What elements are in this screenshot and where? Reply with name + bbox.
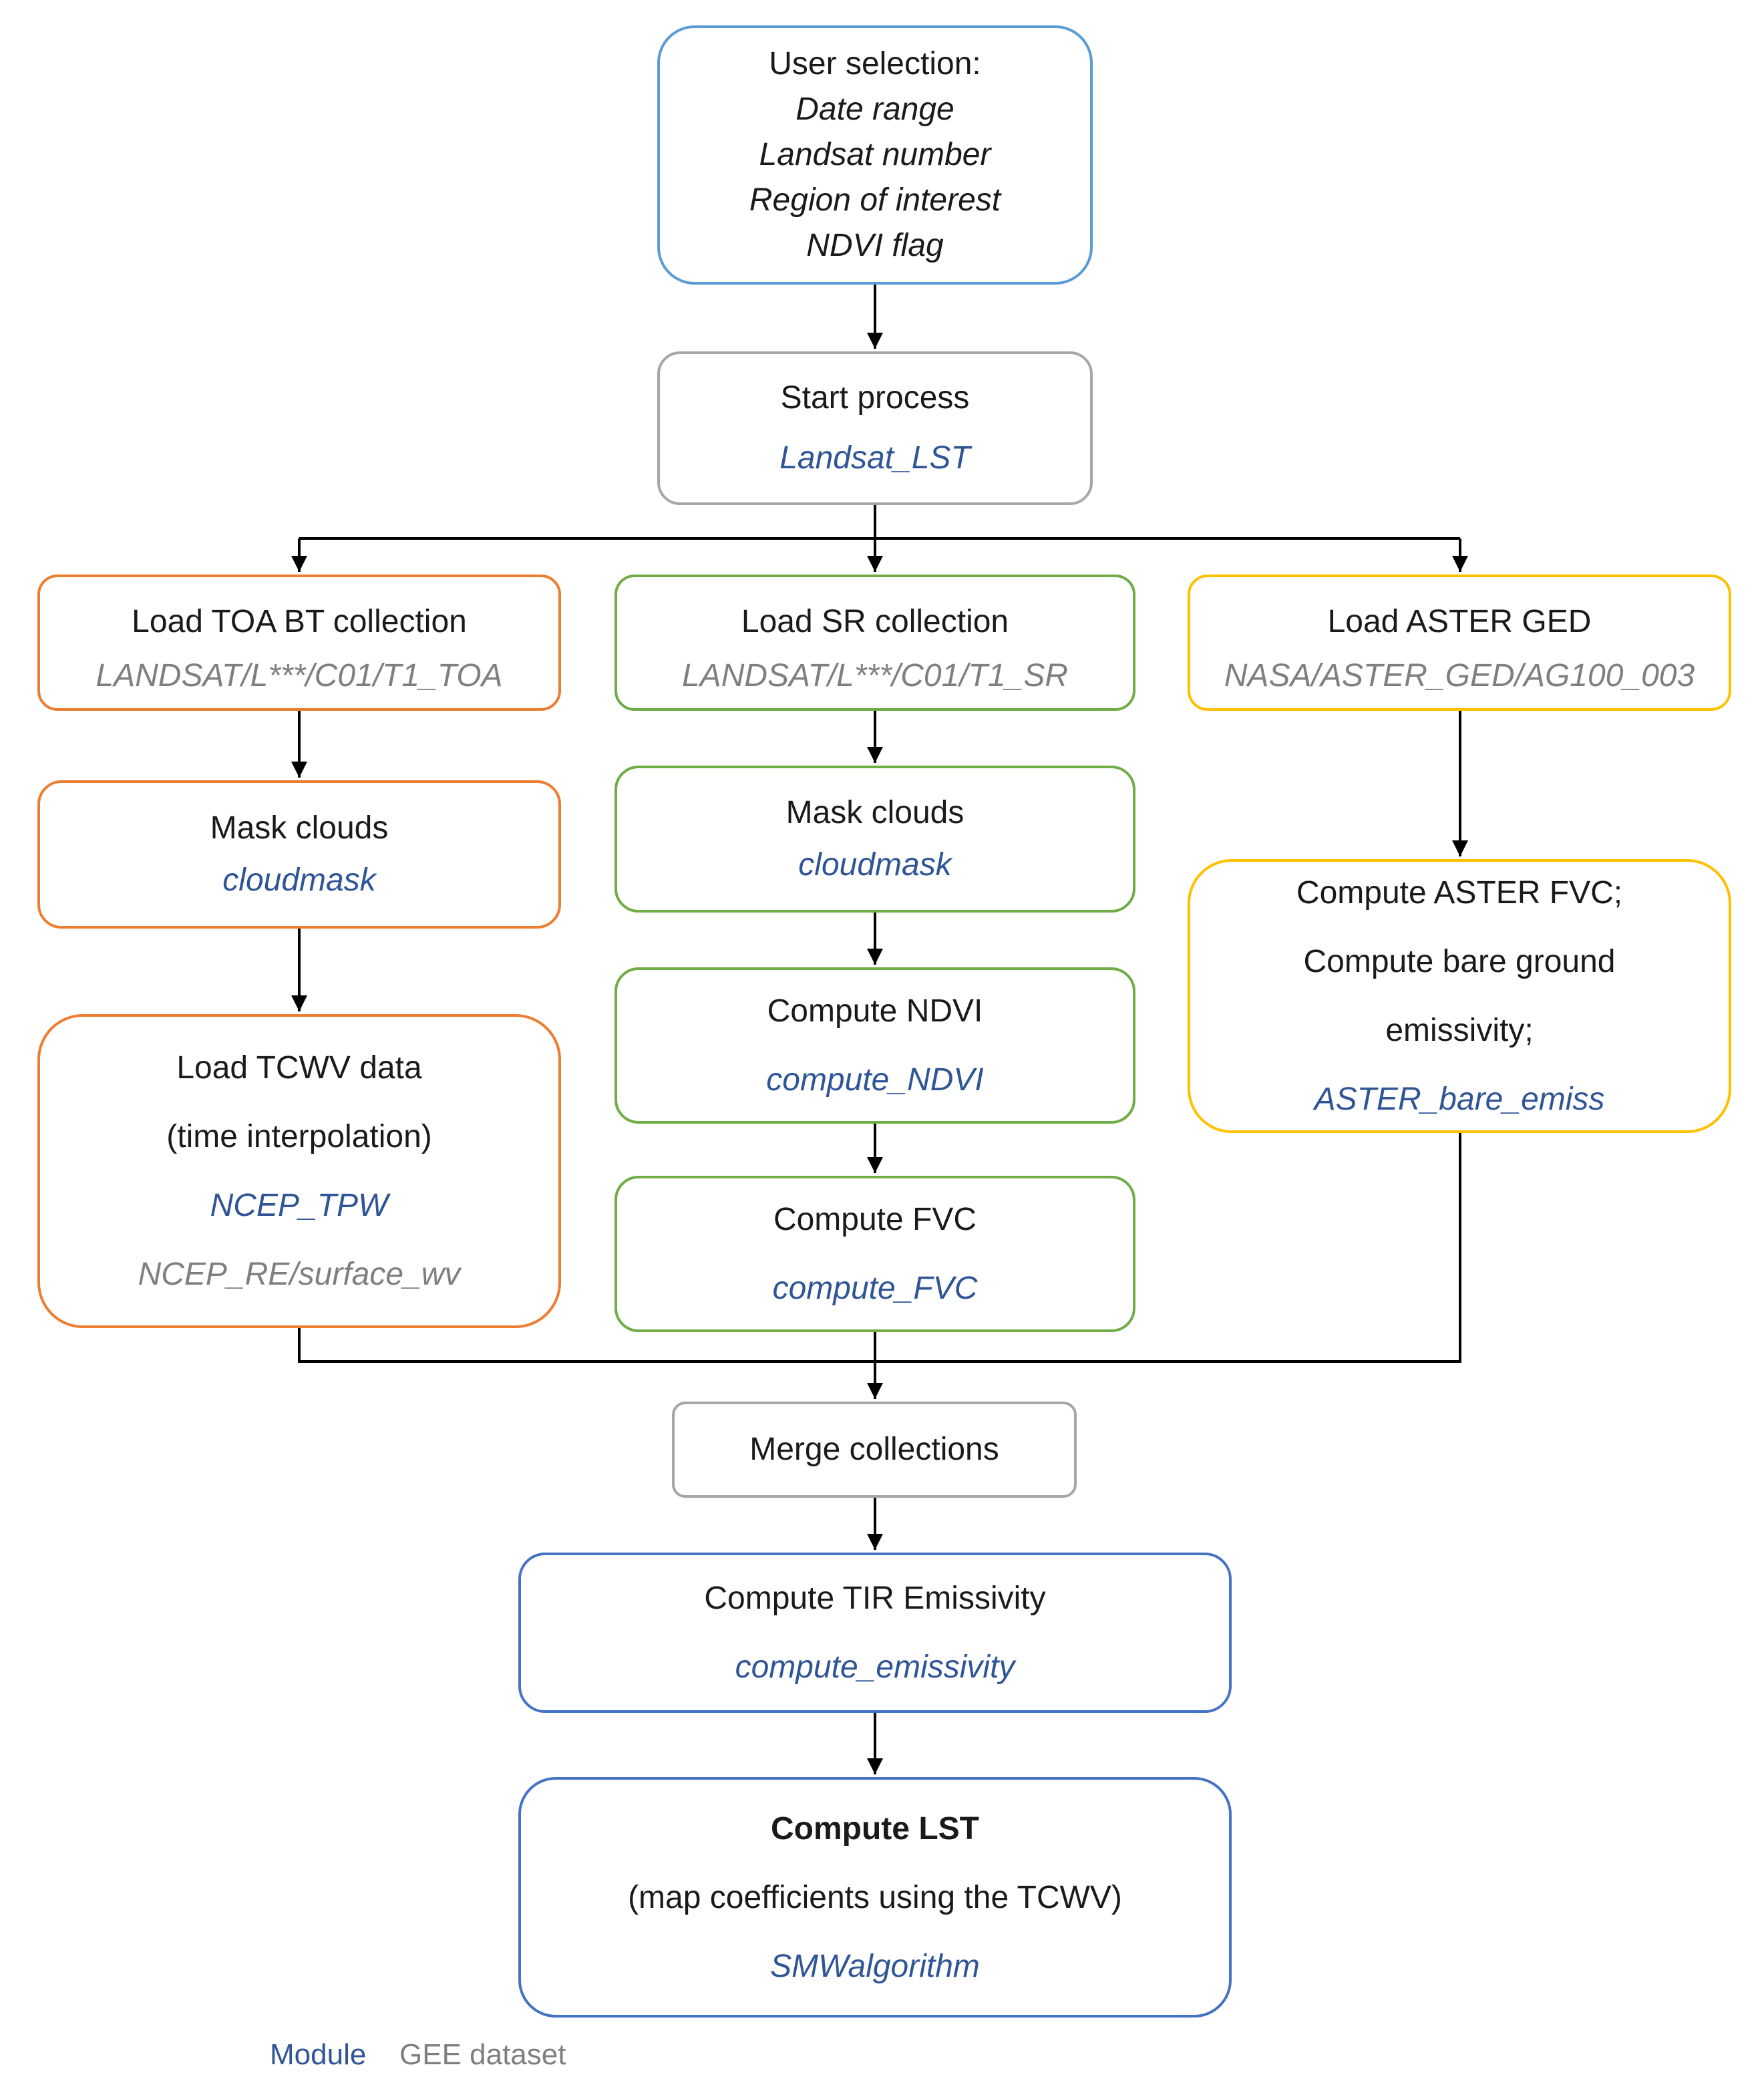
load-tcwv-subtitle: (time interpolation) [166, 1119, 432, 1154]
load-sr-dataset: LANDSAT/L***/C01/T1_SR [681, 658, 1068, 693]
aster-fvc-line: Compute bare ground [1303, 944, 1616, 979]
legend-dataset: GEE dataset [399, 2038, 566, 2071]
user-selection-item: Region of interest [749, 182, 1001, 218]
legend-module: Module [270, 2038, 367, 2071]
load-aster-box: Load ASTER GED NASA/ASTER_GED/AG100_003 [1188, 575, 1731, 711]
compute-lst-box: Compute LST (map coefficients using the … [518, 1777, 1232, 2018]
compute-emissivity-box: Compute TIR Emissivity compute_emissivit… [518, 1553, 1232, 1713]
user-selection-item: NDVI flag [806, 228, 944, 263]
user-selection-box: User selection: Date range Landsat numbe… [657, 25, 1093, 285]
aster-fvc-line: Compute ASTER FVC; [1296, 875, 1623, 911]
merge-collections-title: Merge collections [749, 1432, 999, 1467]
load-tcwv-box: Load TCWV data (time interpolation) NCEP… [37, 1014, 561, 1328]
load-toa-box: Load TOA BT collection LANDSAT/L***/C01/… [37, 575, 561, 711]
compute-lst-module: SMWalgorithm [770, 1948, 980, 1984]
mask-clouds-sr-box: Mask clouds cloudmask [614, 766, 1135, 913]
aster-fvc-box: Compute ASTER FVC; Compute bare ground e… [1188, 859, 1731, 1133]
compute-lst-subtitle: (map coefficients using the TCWV) [628, 1879, 1122, 1915]
start-process-box: Start process Landsat_LST [657, 351, 1093, 505]
start-process-title: Start process [780, 380, 970, 416]
compute-ndvi-title: Compute NDVI [767, 993, 983, 1029]
start-process-module: Landsat_LST [779, 440, 971, 476]
mask-clouds-toa-title: Mask clouds [210, 810, 389, 846]
load-toa-dataset: LANDSAT/L***/C01/T1_TOA [96, 658, 503, 693]
load-sr-title: Load SR collection [741, 604, 1009, 639]
mask-clouds-sr-title: Mask clouds [785, 795, 964, 830]
connector-tcwv-to-merge [298, 1133, 1461, 1363]
aster-fvc-line: emissivity; [1385, 1013, 1534, 1048]
load-tcwv-module: NCEP_TPW [210, 1188, 389, 1223]
compute-emissivity-module: compute_emissivity [735, 1649, 1015, 1685]
compute-fvc-box: Compute FVC compute_FVC [614, 1176, 1135, 1332]
aster-fvc-module: ASTER_bare_emiss [1314, 1082, 1605, 1117]
user-selection-item: Date range [796, 92, 954, 127]
load-aster-dataset: NASA/ASTER_GED/AG100_003 [1224, 658, 1695, 693]
compute-ndvi-box: Compute NDVI compute_NDVI [614, 967, 1135, 1124]
load-sr-box: Load SR collection LANDSAT/L***/C01/T1_S… [614, 575, 1135, 711]
merge-collections-box: Merge collections [672, 1402, 1077, 1498]
load-toa-title: Load TOA BT collection [132, 604, 467, 639]
mask-clouds-sr-module: cloudmask [798, 847, 952, 882]
compute-fvc-module: compute_FVC [772, 1271, 978, 1306]
compute-emissivity-title: Compute TIR Emissivity [704, 1581, 1046, 1616]
compute-ndvi-module: compute_NDVI [766, 1062, 984, 1098]
load-tcwv-title: Load TCWV data [176, 1050, 422, 1086]
compute-fvc-title: Compute FVC [773, 1202, 977, 1237]
load-tcwv-dataset: NCEP_RE/surface_wv [138, 1257, 461, 1292]
mask-clouds-toa-module: cloudmask [222, 862, 376, 898]
mask-clouds-toa-box: Mask clouds cloudmask [37, 780, 561, 929]
load-aster-title: Load ASTER GED [1327, 604, 1592, 639]
user-selection-title: User selection: [769, 46, 981, 82]
compute-lst-title: Compute LST [771, 1810, 979, 1846]
user-selection-item: Landsat number [759, 137, 991, 172]
